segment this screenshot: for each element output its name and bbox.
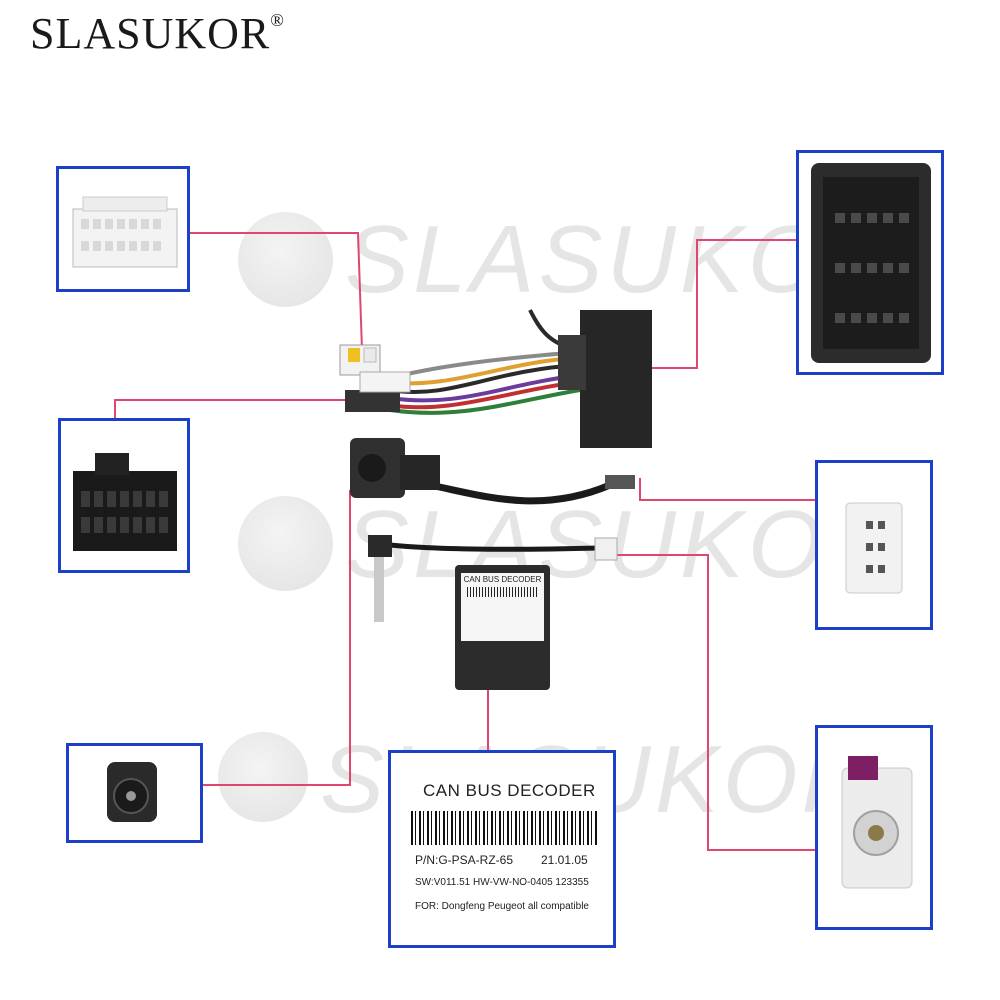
- watermark-2: SLASUKOR: [345, 491, 900, 598]
- decoder-title: CAN BUS DECODER: [423, 781, 596, 800]
- line-main-plug: [652, 239, 796, 369]
- watermark-logo-3: [218, 732, 308, 822]
- radio-antenna-cable: [368, 535, 618, 622]
- watermark-logo-1: [238, 212, 333, 307]
- small-white-connector-box: [815, 460, 933, 630]
- main-plug-connector-box: [796, 150, 944, 375]
- decoder-photo-barcode: [467, 587, 538, 597]
- decoder-barcode: [411, 811, 597, 845]
- antenna-adapter-cable: [350, 438, 635, 505]
- line-fakra: [615, 554, 815, 851]
- decoder-photo-title: CAN BUS DECODER: [463, 575, 542, 584]
- brand-logo: SLASUKOR®: [30, 8, 285, 59]
- white-16pin-connector: [72, 196, 178, 268]
- antenna-connector-box: [66, 743, 203, 843]
- fakra-connector: [841, 756, 913, 889]
- decoder-compat: FOR: Dongfeng Peugeot all compatible: [415, 901, 589, 912]
- decoder-part-number: P/N:G-PSA-RZ-65: [415, 853, 514, 867]
- fakra-connector-box: [815, 725, 933, 930]
- black-16pin-connector-box: [58, 418, 190, 573]
- small-white-connector: [845, 502, 903, 594]
- antenna-connector: [107, 762, 157, 822]
- main-harness: [339, 309, 652, 448]
- decoder-date: 21.01.05: [541, 853, 588, 867]
- line-antenna: [203, 490, 351, 786]
- line-white-16pin: [190, 232, 363, 351]
- main-plug-connector: [811, 163, 931, 363]
- black-16pin-connector: [73, 453, 177, 551]
- watermark-logo-2: [238, 496, 333, 591]
- decoder-sw: SW:V011.51 HW-VW-NO-0405 123355: [415, 877, 589, 888]
- white-16pin-connector-box: [56, 166, 190, 292]
- line-small-white: [639, 478, 815, 501]
- decoder-label-box: CAN BUS DECODER P/N:G-PSA-RZ-65 21.01.05…: [388, 750, 616, 948]
- registered-mark: ®: [270, 10, 285, 31]
- decoder-box-photo: CAN BUS DECODER: [455, 565, 550, 690]
- brand-name: SLASUKOR: [30, 9, 271, 58]
